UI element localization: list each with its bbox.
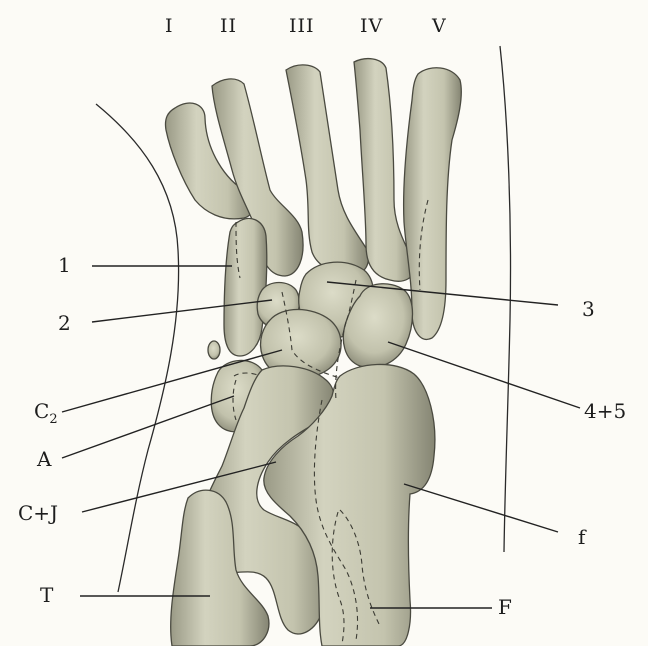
label-t: T xyxy=(40,583,54,607)
skin-outline-left xyxy=(96,104,179,592)
digit-label-4: IV xyxy=(360,15,383,37)
digit-label-1: I xyxy=(165,15,174,37)
label-cj: C+J xyxy=(18,501,58,525)
cuneiform-1 xyxy=(224,218,267,356)
label-c2-main: C xyxy=(34,399,49,423)
digit-label-2: II xyxy=(220,15,237,37)
leader-f-lower xyxy=(404,484,558,532)
digit-label-5: V xyxy=(431,15,447,37)
label-4-5: 4+5 xyxy=(584,399,626,423)
sesamoid xyxy=(208,341,220,359)
label-f-lower: f xyxy=(578,525,587,549)
digit-label-3: III xyxy=(289,15,315,37)
label-a: A xyxy=(36,447,52,471)
label-3: 3 xyxy=(582,297,595,321)
label-2: 2 xyxy=(58,311,71,335)
label-1: 1 xyxy=(58,253,71,277)
label-c2: C2 xyxy=(34,399,58,427)
label-f-upper: F xyxy=(498,595,512,619)
metatarsal-5 xyxy=(404,68,462,340)
label-c2-subscript: 2 xyxy=(49,412,57,427)
